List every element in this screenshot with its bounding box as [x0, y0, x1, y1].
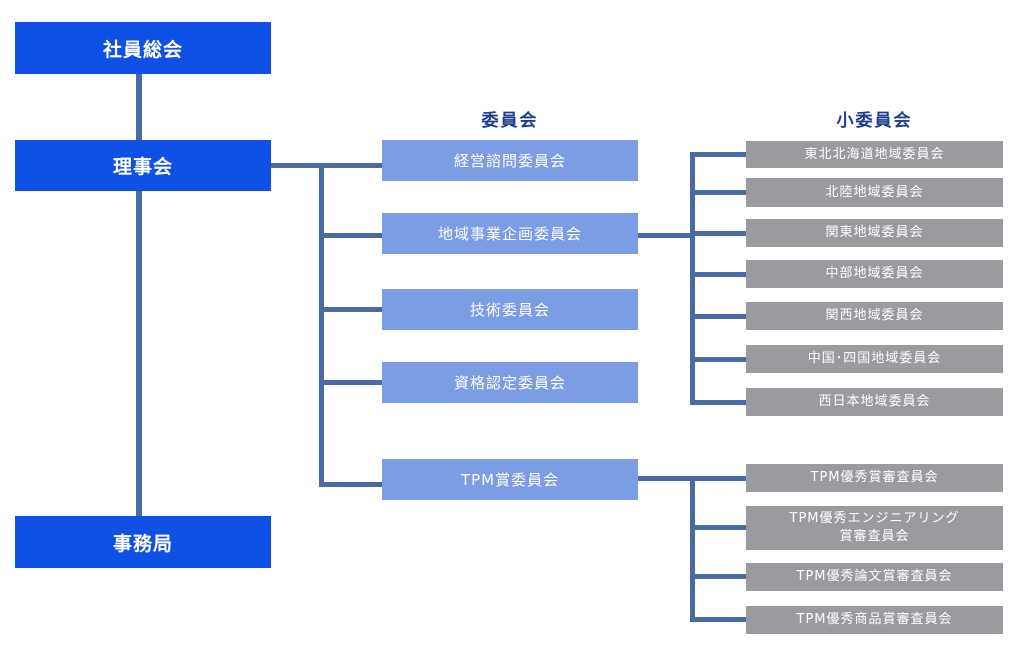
committees-heading: 委員会: [481, 111, 539, 131]
connector-board-to-trunk: [271, 163, 324, 168]
committee-tpm-box: TPM賞委員会: [382, 459, 638, 500]
committee-gijutsu-box: 技術委員会: [382, 289, 638, 330]
board-box: 理事会: [15, 140, 271, 191]
connector-tpm-2: [690, 525, 746, 530]
subcommittee-chugoku-shikoku: 中国･四国地域委員会: [746, 345, 1003, 373]
connector-committee-trunk: [319, 163, 324, 487]
subcommittee-tpm-paper: TPM優秀論文賞審査員会: [746, 563, 1003, 591]
connector-general-to-secretariat: [136, 74, 142, 517]
connector-to-keiei: [319, 163, 382, 168]
subcommittee-tpm-engineering-line1: TPM優秀エンジニアリング: [789, 511, 960, 527]
subcommittee-tohoku-hokkaido: 東北北海道地域委員会: [746, 141, 1003, 168]
connector-regional-7: [690, 400, 746, 405]
committee-keiei-box: 経営諮問委員会: [382, 140, 638, 181]
committee-chiiki-box: 地域事業企画委員会: [382, 213, 638, 254]
connector-to-gijutsu: [319, 307, 382, 312]
connector-regional-3: [690, 231, 746, 236]
connector-regional-4: [690, 272, 746, 277]
committee-shikaku-box: 資格認定委員会: [382, 362, 638, 403]
subcommittee-nishinihon: 西日本地域委員会: [746, 388, 1003, 416]
connector-regional-6: [690, 357, 746, 362]
subcommittee-tpm-product: TPM優秀商品賞審査員会: [746, 606, 1003, 634]
subcommittee-tpm-engineering-line2: 賞審査員会: [839, 529, 910, 544]
connector-regional-1: [690, 152, 746, 157]
connector-regional-2: [690, 190, 746, 195]
connector-regional-5: [690, 314, 746, 319]
connector-chiiki-out: [638, 233, 695, 238]
subcommittee-kanto: 関東地域委員会: [746, 219, 1003, 247]
connector-tpm-4: [690, 617, 746, 622]
subcommittee-tpm-engineering: TPM優秀エンジニアリング 賞審査員会: [746, 506, 1003, 550]
connector-tpm-1: [690, 476, 746, 481]
subcommittee-chubu: 中部地域委員会: [746, 260, 1003, 288]
connector-to-shikaku: [319, 380, 382, 385]
connector-to-chiiki: [319, 233, 382, 238]
connector-tpm-trunk: [690, 476, 695, 622]
subcommittees-heading: 小委員会: [836, 111, 913, 131]
connector-tpm-out: [638, 476, 695, 481]
subcommittee-tpm-excellence: TPM優秀賞審査員会: [746, 464, 1003, 492]
general-meeting-box: 社員総会: [15, 22, 271, 74]
connector-to-tpm: [319, 482, 382, 487]
secretariat-box: 事務局: [15, 516, 271, 568]
connector-tpm-3: [690, 574, 746, 579]
connector-regional-trunk: [690, 152, 695, 405]
subcommittee-hokuriku: 北陸地域委員会: [746, 178, 1003, 207]
subcommittee-kansai: 関西地域委員会: [746, 302, 1003, 330]
